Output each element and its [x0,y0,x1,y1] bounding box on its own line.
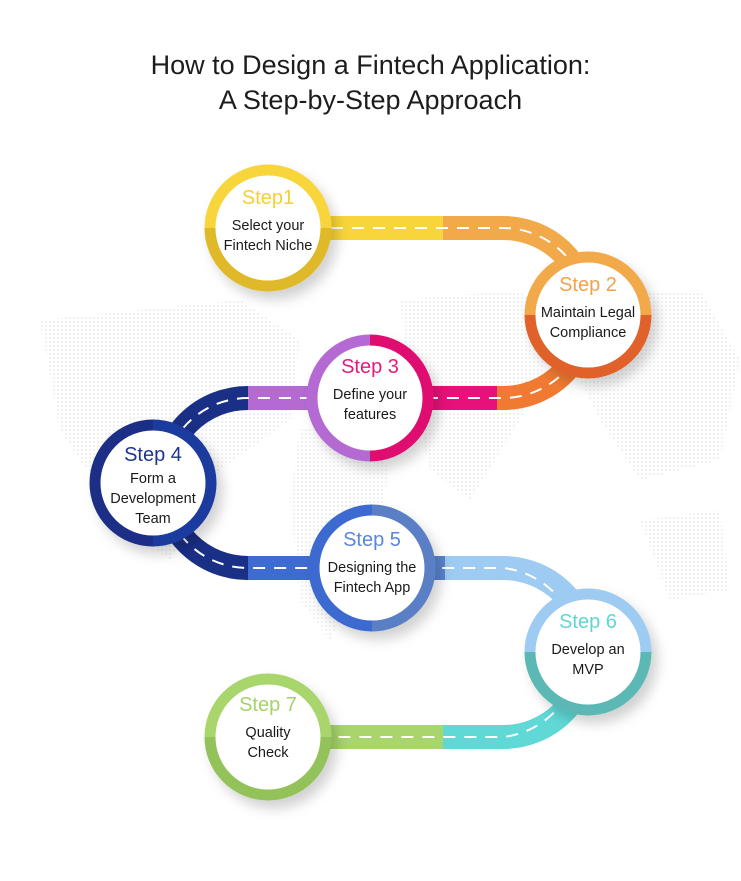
step-label: Step 3 [341,356,399,378]
step-description: Designing the Fintech App [327,560,417,596]
step-description: Develop an MVP [551,642,625,678]
step-6: Step 6 Develop an MVP [528,610,648,680]
step-1: Step1 Select your Fintech Niche [208,186,328,256]
step-label: Step1 [241,187,295,209]
step-2: Step 2 Maintain Legal Compliance [528,273,648,343]
step-description: Define your features [332,387,408,423]
page-title: How to Design a Fintech Application: A S… [0,48,741,118]
step-label: Step 5 [343,529,401,551]
step-circles [89,164,652,801]
step-7: Step 7 Quality Check [208,693,328,763]
title-line-1: How to Design a Fintech Application: [150,50,591,80]
step-3: Step 3 Define your features [310,355,430,425]
step-description: Form a Development Team [110,471,196,527]
step-label: Step 4 [124,444,182,466]
step-label: Step 6 [559,611,617,633]
step-5: Step 5 Designing the Fintech App [312,528,432,598]
step-label: Step 2 [559,274,617,296]
step-description: Select your Fintech Niche [223,218,313,254]
step-description: Maintain Legal Compliance [540,305,636,341]
step-label: Step 7 [239,694,297,716]
title-line-2: A Step-by-Step Approach [218,85,523,115]
step-4: Step 4 Form a Development Team [93,443,213,529]
step-description: Quality Check [245,725,291,761]
